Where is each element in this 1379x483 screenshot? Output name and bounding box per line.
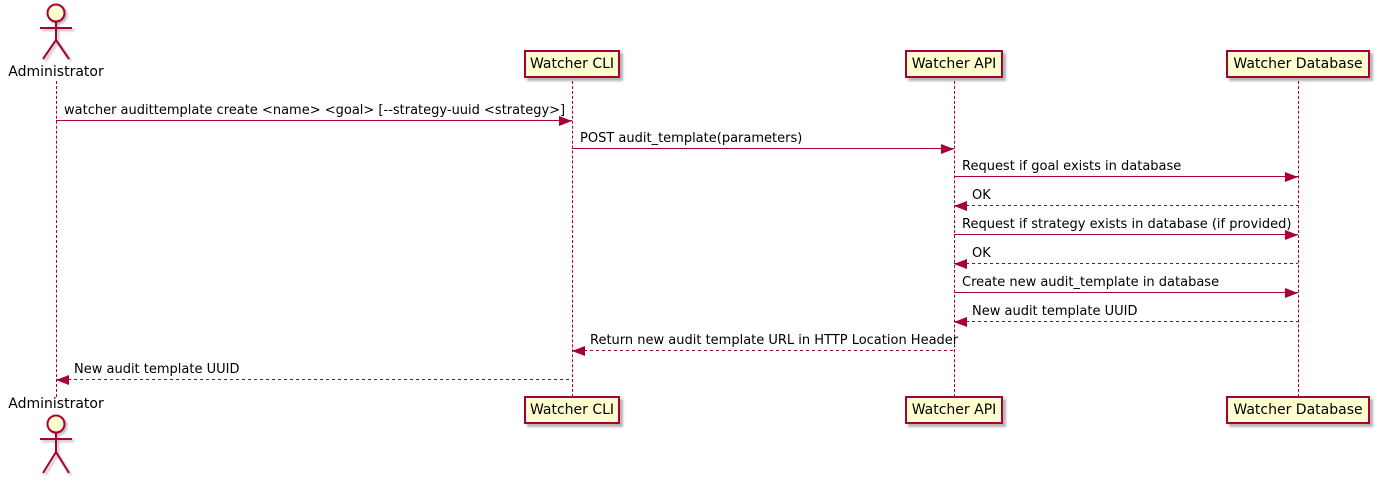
arrowhead-left-icon <box>954 200 967 211</box>
message-request-strategy-exists: Request if strategy exists in database (… <box>954 215 1298 240</box>
actor-label: Administrator <box>8 396 104 412</box>
actor-label: Administrator <box>8 64 104 80</box>
message-strategy-ok: OK <box>954 244 1298 269</box>
arrowhead-left-icon <box>954 258 967 269</box>
message-line <box>954 321 1298 322</box>
arrowhead-right-icon <box>559 115 572 126</box>
message-request-goal-exists: Request if goal exists in database <box>954 157 1298 182</box>
message-line <box>954 205 1298 206</box>
arrowhead-right-icon <box>1285 171 1298 182</box>
participant-watcher-cli-bottom: Watcher CLI <box>524 396 620 424</box>
participant-label: Watcher API <box>911 56 997 72</box>
lifeline-watcher-api <box>954 81 955 397</box>
participant-watcher-database-bottom: Watcher Database <box>1226 396 1370 424</box>
participant-label: Watcher CLI <box>529 402 615 418</box>
message-create-in-database: Create new audit_template in database <box>954 273 1298 298</box>
actor-icon <box>40 414 72 474</box>
message-line <box>954 234 1298 235</box>
participant-watcher-database-top: Watcher Database <box>1226 50 1370 78</box>
participant-watcher-api-bottom: Watcher API <box>905 396 1003 424</box>
message-label: New audit template UUID <box>74 362 240 377</box>
arrowhead-right-icon <box>1285 287 1298 298</box>
actor-administrator-bottom: Administrator <box>0 396 112 477</box>
arrowhead-left-icon <box>56 374 69 385</box>
message-return-url-location-header: Return new audit template URL in HTTP Lo… <box>572 331 958 356</box>
participant-label: Watcher Database <box>1233 402 1363 418</box>
participant-watcher-cli-top: Watcher CLI <box>524 50 620 78</box>
message-label: OK <box>972 246 991 261</box>
message-goal-ok: OK <box>954 186 1298 211</box>
message-line <box>56 120 572 121</box>
participant-label: Watcher Database <box>1233 56 1363 72</box>
message-label: OK <box>972 188 991 203</box>
message-label: Create new audit_template in database <box>962 275 1220 290</box>
message-line <box>954 263 1298 264</box>
arrowhead-left-icon <box>954 316 967 327</box>
message-create-audittemplate: watcher audittemplate create <name> <goa… <box>56 101 572 126</box>
message-line <box>572 350 954 351</box>
message-new-uuid-to-admin: New audit template UUID <box>56 360 572 385</box>
arrowhead-right-icon <box>1285 229 1298 240</box>
message-label: Return new audit template URL in HTTP Lo… <box>590 333 959 348</box>
actor-icon <box>40 3 72 60</box>
message-label: POST audit_template(parameters) <box>580 131 803 146</box>
message-post-audit-template: POST audit_template(parameters) <box>572 129 954 154</box>
participant-label: Watcher CLI <box>529 56 615 72</box>
message-label: Request if goal exists in database <box>962 159 1182 174</box>
lifeline-watcher-database <box>1298 81 1299 397</box>
message-label: Request if strategy exists in database (… <box>962 217 1292 232</box>
message-label: New audit template UUID <box>972 304 1138 319</box>
arrowhead-left-icon <box>572 345 585 356</box>
participant-label: Watcher API <box>911 402 997 418</box>
message-new-uuid-from-db: New audit template UUID <box>954 302 1298 327</box>
arrowhead-right-icon <box>941 143 954 154</box>
lifeline-administrator <box>56 81 57 397</box>
actor-administrator-top: Administrator <box>0 3 112 80</box>
participant-watcher-api-top: Watcher API <box>905 50 1003 78</box>
lifeline-watcher-cli <box>572 81 573 397</box>
message-line <box>56 379 572 380</box>
message-line <box>572 148 954 149</box>
message-line <box>954 176 1298 177</box>
message-label: watcher audittemplate create <name> <goa… <box>64 103 566 118</box>
message-line <box>954 292 1298 293</box>
